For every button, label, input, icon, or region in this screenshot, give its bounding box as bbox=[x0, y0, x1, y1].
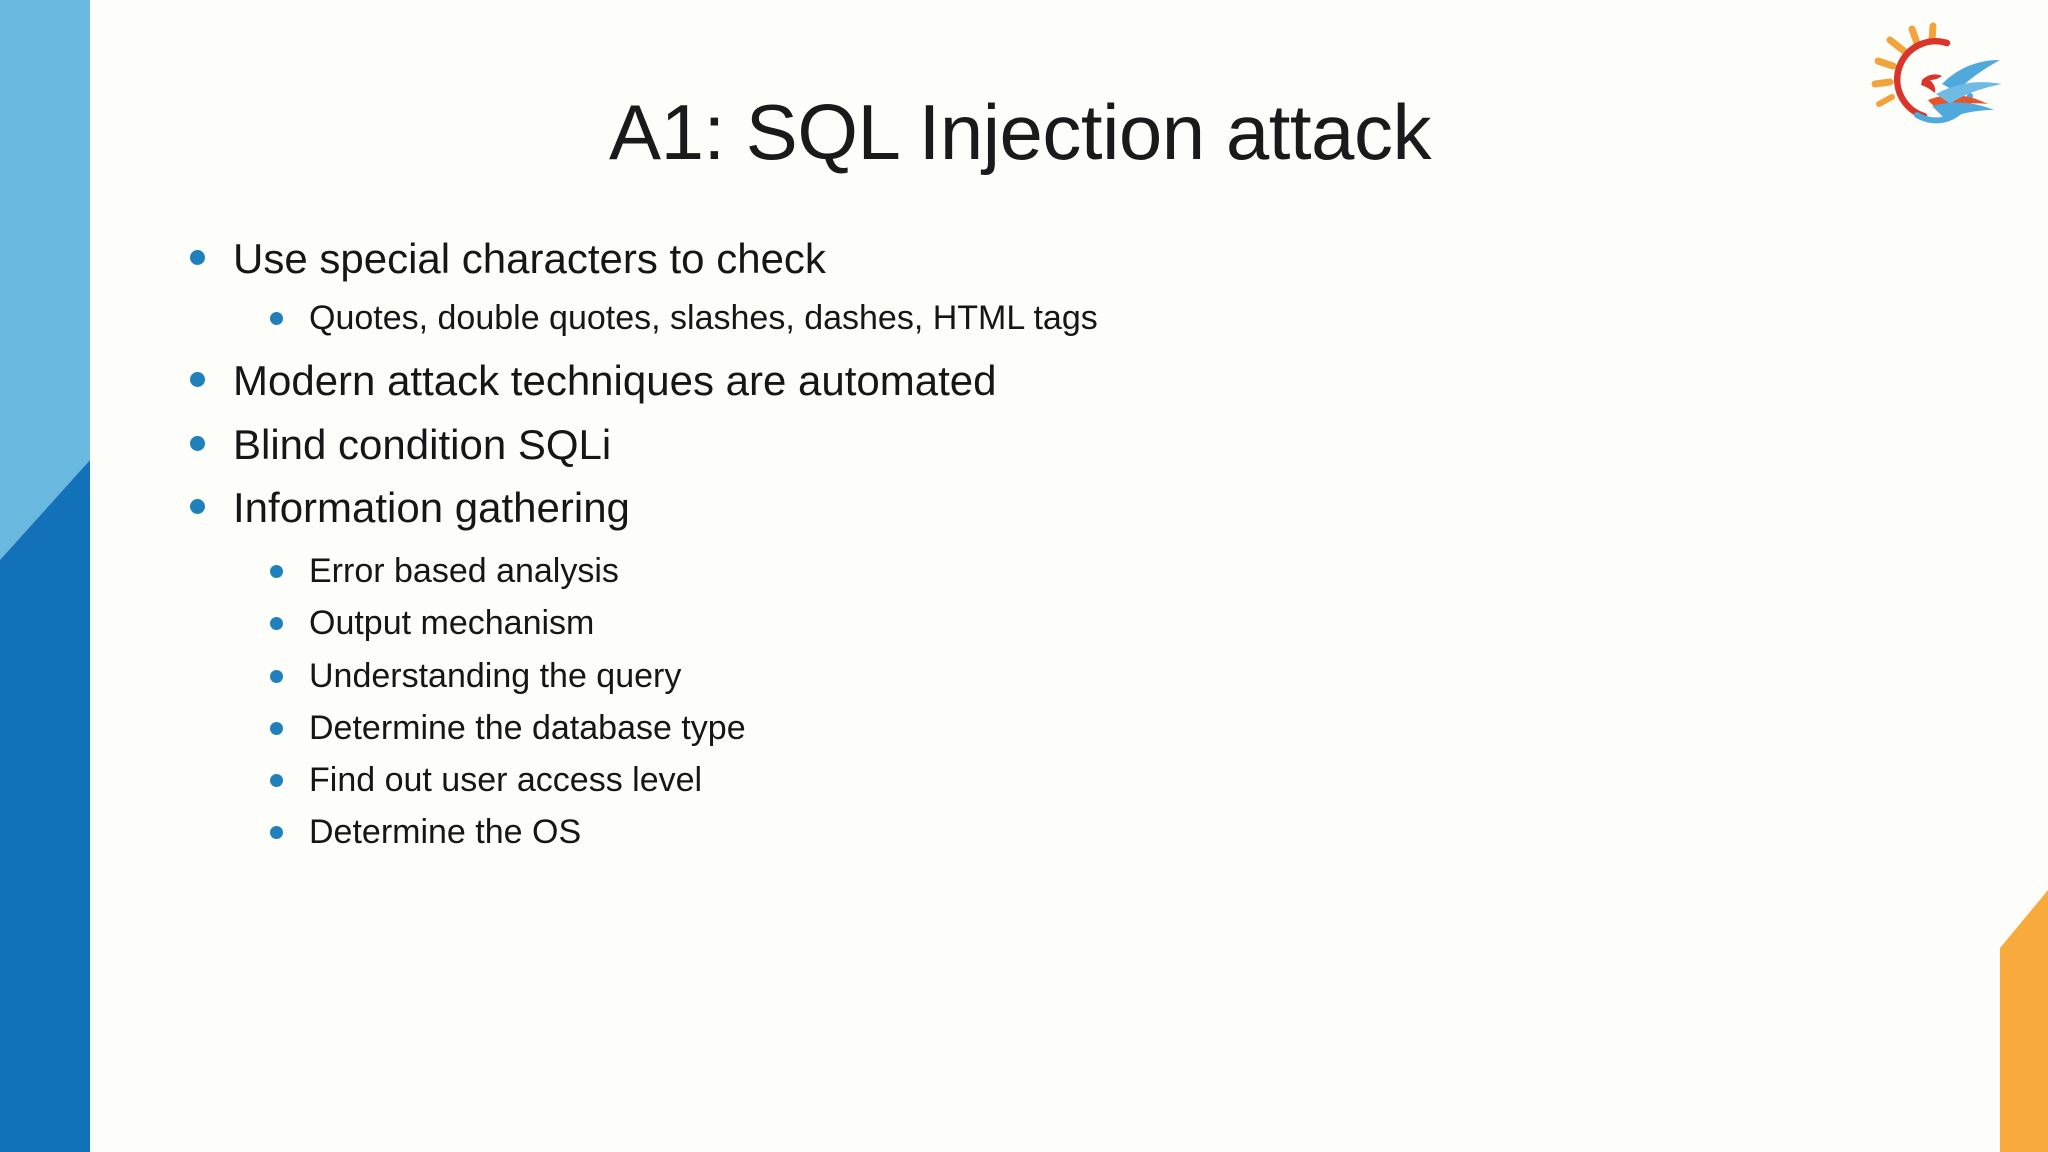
bullet-item-level2: Find out user access level bbox=[180, 758, 1880, 802]
bullet-dot-icon bbox=[270, 311, 283, 325]
bullet-text: Quotes, double quotes, slashes, dashes, … bbox=[309, 298, 1098, 337]
slide-body-content: Use special characters to check Quotes, … bbox=[180, 232, 1880, 862]
bullet-item-level1: Information gathering bbox=[180, 481, 1880, 535]
left-margin-spacer bbox=[90, 0, 220, 1152]
bullet-item-level2: Determine the database type bbox=[180, 706, 1880, 750]
bullet-item-level2: Quotes, double quotes, slashes, dashes, … bbox=[180, 296, 1880, 340]
bullet-dot-icon bbox=[190, 499, 205, 515]
bullet-dot-icon bbox=[190, 250, 205, 265]
bullet-dot-icon bbox=[270, 565, 283, 579]
bullet-item-level2: Determine the OS bbox=[180, 810, 1880, 854]
bullet-text: Determine the database type bbox=[309, 708, 746, 747]
bullet-text: Output mechanism bbox=[309, 604, 595, 643]
bullet-dot-icon bbox=[270, 669, 283, 683]
bullet-dot-icon bbox=[270, 617, 283, 631]
bullet-dot-icon bbox=[190, 435, 205, 451]
bullet-item-level2: Error based analysis bbox=[180, 549, 1880, 593]
bullet-text: Find out user access level bbox=[309, 760, 703, 799]
bullet-text: Determine the OS bbox=[309, 813, 582, 852]
left-decoration-stripe bbox=[0, 0, 90, 1152]
bullet-text: Use special characters to check bbox=[233, 235, 826, 282]
bullet-item-level2: Understanding the query bbox=[180, 654, 1880, 698]
page-title: A1: SQL Injection attack bbox=[609, 88, 1431, 176]
bullet-text: Understanding the query bbox=[309, 656, 682, 695]
bullet-dot-icon bbox=[270, 826, 283, 840]
bullet-dot-icon bbox=[270, 721, 283, 735]
orange-accent-shape bbox=[2000, 890, 2048, 1152]
bullet-text: Error based analysis bbox=[309, 552, 619, 591]
stripe-dark-blue-shape bbox=[0, 460, 90, 1152]
phoenix-sun-logo bbox=[1862, 18, 2012, 128]
stripe-light-blue-shape bbox=[0, 0, 90, 560]
bullet-text: Blind condition SQLi bbox=[233, 420, 612, 468]
bullet-dot-icon bbox=[270, 773, 283, 787]
bullet-item-level1: Modern attack techniques are automated bbox=[180, 354, 1880, 408]
bullet-item-level2: Output mechanism bbox=[180, 601, 1880, 645]
bullet-text: Information gathering bbox=[233, 484, 630, 532]
bullet-item-level1: Use special characters to check bbox=[180, 232, 1880, 286]
bullet-dot-icon bbox=[190, 371, 205, 387]
bullet-text: Modern attack techniques are automated bbox=[233, 356, 997, 404]
bullet-item-level1: Blind condition SQLi bbox=[180, 418, 1880, 472]
